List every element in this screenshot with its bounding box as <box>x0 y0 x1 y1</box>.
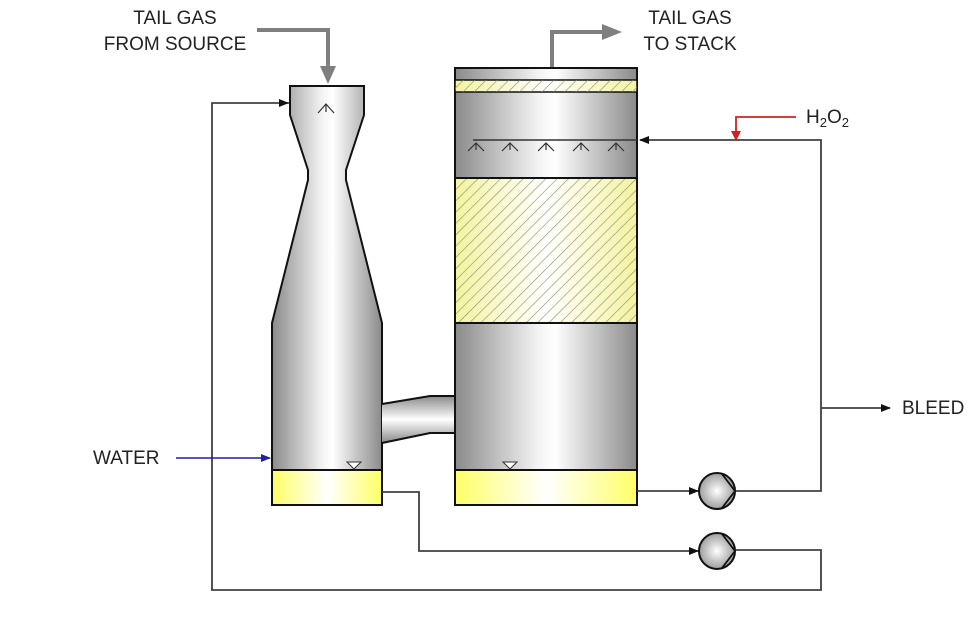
spray-nozzle-icon <box>607 142 625 152</box>
tower-recirc-pump[interactable] <box>698 472 737 510</box>
spray-nozzle-icon <box>572 142 590 152</box>
venturi-pump-suction-line <box>382 491 699 555</box>
tail-gas-source-label-line2: FROM SOURCE <box>104 34 247 55</box>
venturi-recirc-pump[interactable] <box>698 532 737 570</box>
h2o2-dosing-line <box>735 116 796 138</box>
tail-gas-outlet-arrow-icon <box>602 24 622 40</box>
tower-liquid-sump <box>454 469 638 506</box>
packed-tower <box>454 67 638 506</box>
h2o2-label: H2O2 <box>806 107 849 130</box>
venturi-level-indicator-icon <box>345 461 363 470</box>
tail-gas-source-label-line1: TAIL GAS <box>133 8 216 29</box>
tower-recirc-line <box>639 136 822 492</box>
venturi-spray-nozzle-icon <box>317 103 335 114</box>
h2o2-arrow-icon <box>731 131 741 141</box>
tower-spray-nozzles <box>467 142 625 152</box>
tower-level-indicator-icon <box>501 461 519 470</box>
connecting-duct <box>382 396 455 443</box>
tail-gas-stack-label-line2: TO STACK <box>643 34 737 55</box>
spray-nozzle-icon <box>467 142 485 152</box>
venturi-recirc-line <box>211 99 822 591</box>
spray-nozzle-icon <box>501 142 519 152</box>
tail-gas-inlet-arrow-icon <box>320 66 336 84</box>
water-label: WATER <box>93 448 160 469</box>
pump-icon <box>698 472 736 510</box>
tail-gas-outlet-line <box>550 24 622 68</box>
venturi-liquid-sump <box>271 469 383 506</box>
spray-nozzle-icon <box>537 142 555 152</box>
tail-gas-inlet-line <box>257 28 336 84</box>
bleed-label: BLEED <box>902 398 964 419</box>
pump-icon <box>698 532 736 570</box>
venturi-scrubber <box>271 85 383 506</box>
tail-gas-stack-label-line1: TAIL GAS <box>648 8 731 29</box>
